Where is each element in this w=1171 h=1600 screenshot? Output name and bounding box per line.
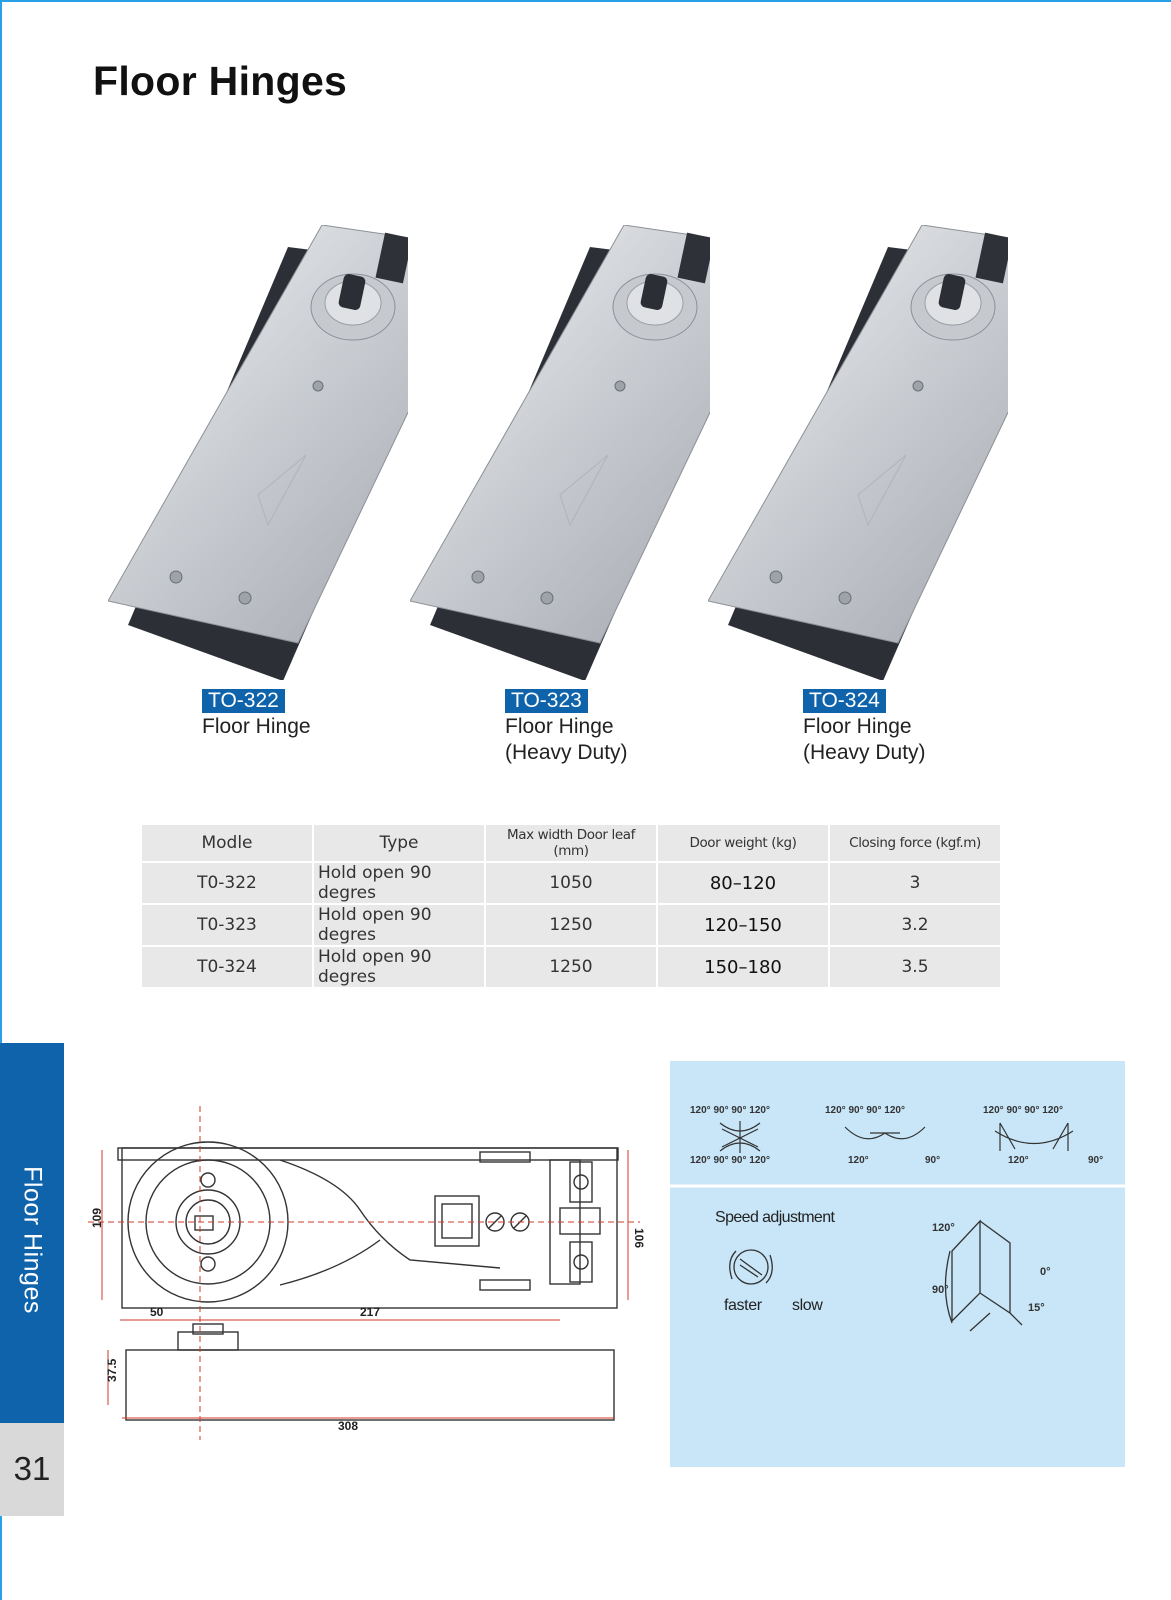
- product-subname: (Heavy Duty): [505, 741, 628, 764]
- table-cell: 150–180: [658, 947, 828, 987]
- opening-diagrams: 120° 90° 90° 120° 120° 90° 90° 120° 120°…: [670, 1105, 1125, 1332]
- section-label: Floor Hinges: [18, 1166, 47, 1314]
- floor-hinge-image-3: [708, 225, 1008, 680]
- floor-hinge-image-2: [410, 225, 710, 680]
- table-cell: Hold open 90 degres: [314, 947, 484, 987]
- table-cell: Hold open 90 degres: [314, 905, 484, 945]
- table-cell: 1050: [486, 863, 656, 903]
- column-header: Closing force (kgf.m): [830, 825, 1000, 861]
- slow-label: slow: [792, 1297, 823, 1314]
- table-cell: 3.2: [830, 905, 1000, 945]
- table-cell: 1250: [486, 947, 656, 987]
- product-code-badge: TO-324: [803, 689, 886, 713]
- top-rule: [0, 0, 1171, 2]
- table-cell: 3.5: [830, 947, 1000, 987]
- faster-label: faster: [724, 1297, 762, 1314]
- product-caption-1: TO-322 Floor Hinge: [202, 688, 311, 740]
- dimension-217: 217: [360, 1305, 380, 1319]
- page-title: Floor Hinges: [93, 58, 348, 104]
- page-number-box: [0, 1423, 64, 1516]
- table-cell: 80–120: [658, 863, 828, 903]
- column-header: Max width Door leaf (mm): [486, 825, 656, 861]
- dimension-109: 109: [90, 1208, 104, 1228]
- product-caption-3: TO-324 Floor Hinge (Heavy Duty): [803, 688, 926, 766]
- table-row: T0-323 Hold open 90 degres 1250 120–150 …: [142, 905, 1000, 945]
- table-row: T0-322 Hold open 90 degres 1050 80–120 3: [142, 863, 1000, 903]
- table-header-row: Modle Type Max width Door leaf (mm) Door…: [142, 825, 1000, 861]
- table-cell: 1250: [486, 905, 656, 945]
- dimension-37-5: 37.5: [105, 1358, 119, 1382]
- dimension-50: 50: [150, 1305, 164, 1319]
- table-cell: Hold open 90 degres: [314, 863, 484, 903]
- dimension-106: 106: [632, 1228, 646, 1248]
- page-number: 31: [13, 1450, 51, 1487]
- product-code-badge: TO-323: [505, 689, 588, 713]
- table-cell: T0-324: [142, 947, 312, 987]
- angle-label: 120° 90° 90° 120°: [983, 1105, 1063, 1116]
- angle-label: 120° 90° 90° 120°: [690, 1105, 770, 1116]
- product-name: Floor Hinge: [505, 715, 614, 738]
- speed-adjustment-title: Speed adjustment: [715, 1209, 835, 1226]
- table-cell: 3: [830, 863, 1000, 903]
- floor-hinge-image-1: [108, 225, 408, 680]
- angle-label: 120° 90° 90° 120°: [825, 1105, 905, 1116]
- table-cell: T0-323: [142, 905, 312, 945]
- angle-label: 120°: [848, 1155, 869, 1166]
- column-header: Type: [314, 825, 484, 861]
- section-sidebar: [0, 1043, 64, 1423]
- angle-label: 120°: [1008, 1155, 1029, 1166]
- opening-angle-panel: 120° 90° 90° 120° 120° 90° 90° 120° 120°…: [670, 1061, 1125, 1467]
- technical-drawing: 109 106 50 217 37.5 308: [88, 1106, 646, 1440]
- column-header: Door weight (kg): [658, 825, 828, 861]
- table-row: T0-324 Hold open 90 degres 1250 150–180 …: [142, 947, 1000, 987]
- table-cell: 120–150: [658, 905, 828, 945]
- product-name: Floor Hinge: [202, 715, 311, 738]
- dimension-308: 308: [338, 1419, 358, 1433]
- product-subname: (Heavy Duty): [803, 741, 926, 764]
- product-code-badge: TO-322: [202, 689, 285, 713]
- product-caption-2: TO-323 Floor Hinge (Heavy Duty): [505, 688, 628, 766]
- table-cell: T0-322: [142, 863, 312, 903]
- left-rule: [0, 0, 2, 1600]
- angle-label: 90°: [925, 1155, 940, 1166]
- column-header: Modle: [142, 825, 312, 861]
- angle-label: 90°: [1088, 1155, 1103, 1166]
- product-name: Floor Hinge: [803, 715, 912, 738]
- spec-table: Modle Type Max width Door leaf (mm) Door…: [140, 823, 1002, 989]
- angle-label: 120° 90° 90° 120°: [690, 1155, 770, 1166]
